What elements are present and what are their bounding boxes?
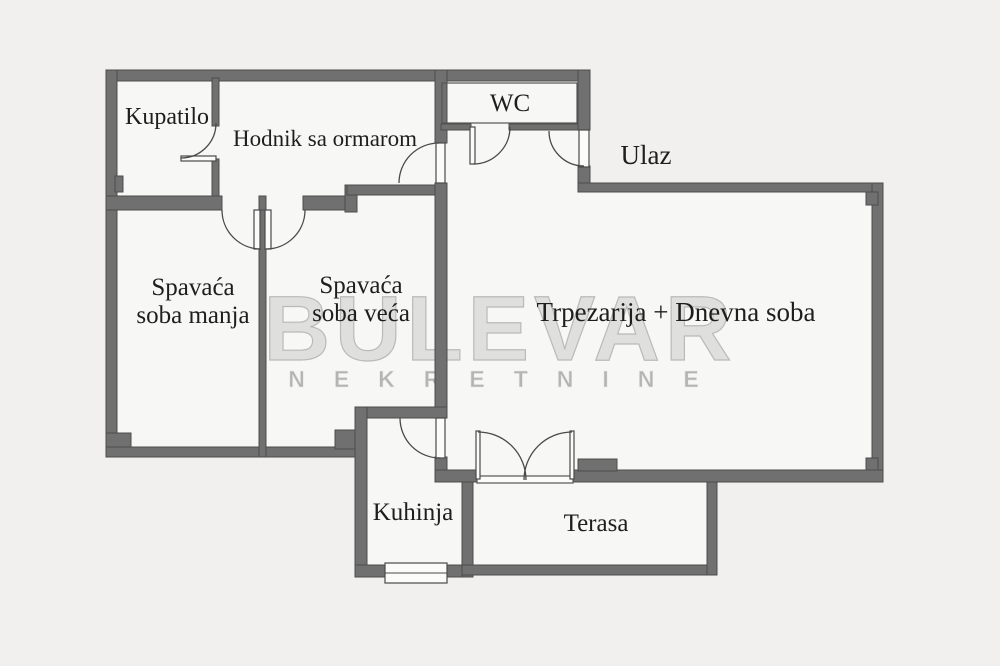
bedroom-small-door-arc [221, 209, 262, 250]
wc-door-arc [472, 126, 511, 165]
wall-main-vertical-mid [434, 182, 448, 419]
hall-door-leaf [435, 142, 446, 184]
wall-living-bottom-right [572, 469, 884, 483]
watermark-subtitle: NEKRETNINE [288, 366, 728, 392]
wall-left [105, 69, 118, 449]
label-hodnik: Hodnik sa ormarom [233, 126, 417, 151]
label-kuhinja: Kuhinja [373, 499, 454, 526]
wall-living-bottom-left [434, 469, 478, 483]
watermark: BULEVAR NEKRETNINE [263, 277, 737, 392]
kupatilo-door-arc [180, 122, 217, 159]
bedroom-big-door-arc [265, 209, 306, 250]
label-spavaca-veca-line1: Spavaća [319, 272, 402, 299]
label-kupatilo: Kupatilo [125, 104, 209, 130]
wall-kitchen-right [461, 469, 474, 578]
wall-hall-bottom-b [258, 195, 267, 211]
room-living-right [578, 192, 883, 482]
wall-wc-bottom-right [508, 123, 579, 131]
wall-between-bedrooms [258, 209, 267, 458]
wall-terrace-bottom [461, 564, 718, 576]
label-dnevna: Trpezarija + Dnevna soba [537, 297, 816, 327]
label-spavaca-manja-line2: soba manja [136, 302, 249, 329]
wc-door-leaf [469, 126, 476, 165]
room-fills [106, 70, 883, 577]
entrance-door-leaf [578, 129, 590, 168]
wall-wc-bottom-left [440, 123, 472, 131]
wall-entry-bottom [577, 182, 884, 193]
wc-inner-outline [441, 82, 578, 124]
terrace-door-threshold [476, 475, 574, 484]
wall-top [105, 69, 591, 82]
label-spavaca-veca-line2: soba veća [312, 300, 410, 327]
wall-terrace-right [706, 481, 718, 576]
watermark-brand: BULEVAR [264, 278, 737, 380]
bedroom-big-door-leaf [264, 209, 272, 250]
doors [180, 122, 590, 484]
label-terasa: Terasa [564, 510, 629, 537]
wall-hall-bottom-a [105, 195, 223, 211]
wall-kupatilo-right-upper [211, 77, 220, 127]
wall-right-outer [871, 182, 884, 483]
room-labels: Kupatilo Hodnik sa ormarom WC Ulaz Spava… [125, 90, 815, 537]
wall-hall-bottom-right [346, 184, 448, 196]
entrance-door-arc [548, 130, 585, 167]
bedroom-small-door-leaf [253, 209, 261, 250]
wall-kitchen-top [354, 406, 448, 419]
kupatilo-door-leaf [180, 155, 217, 162]
walls [105, 69, 884, 578]
label-wc: WC [490, 90, 530, 117]
terrace-door-leaf-right [569, 430, 575, 480]
kitchen-window [384, 562, 448, 584]
wall-terrace-step [577, 458, 618, 472]
terrace-door-leaf-left [475, 430, 481, 480]
room-terrace [462, 470, 717, 575]
wall-right-notch-top [865, 191, 879, 206]
label-ulaz: Ulaz [621, 140, 672, 170]
wall-left-notch [114, 175, 124, 193]
wall-bedrooms-bottom [105, 446, 368, 458]
room-kitchen [355, 407, 473, 577]
wall-main-vertical-top [434, 69, 448, 144]
kitchen-door-arc [399, 417, 441, 459]
kitchen-door-leaf [435, 417, 446, 459]
hall-door-arc [398, 142, 440, 184]
wall-kitchen-left [354, 406, 368, 578]
label-spavaca-manja-line1: Spavaća [151, 274, 234, 301]
wall-wc-right-upper [577, 69, 591, 131]
room-left-block [106, 70, 447, 457]
terrace-door-arc-right [523, 431, 573, 481]
